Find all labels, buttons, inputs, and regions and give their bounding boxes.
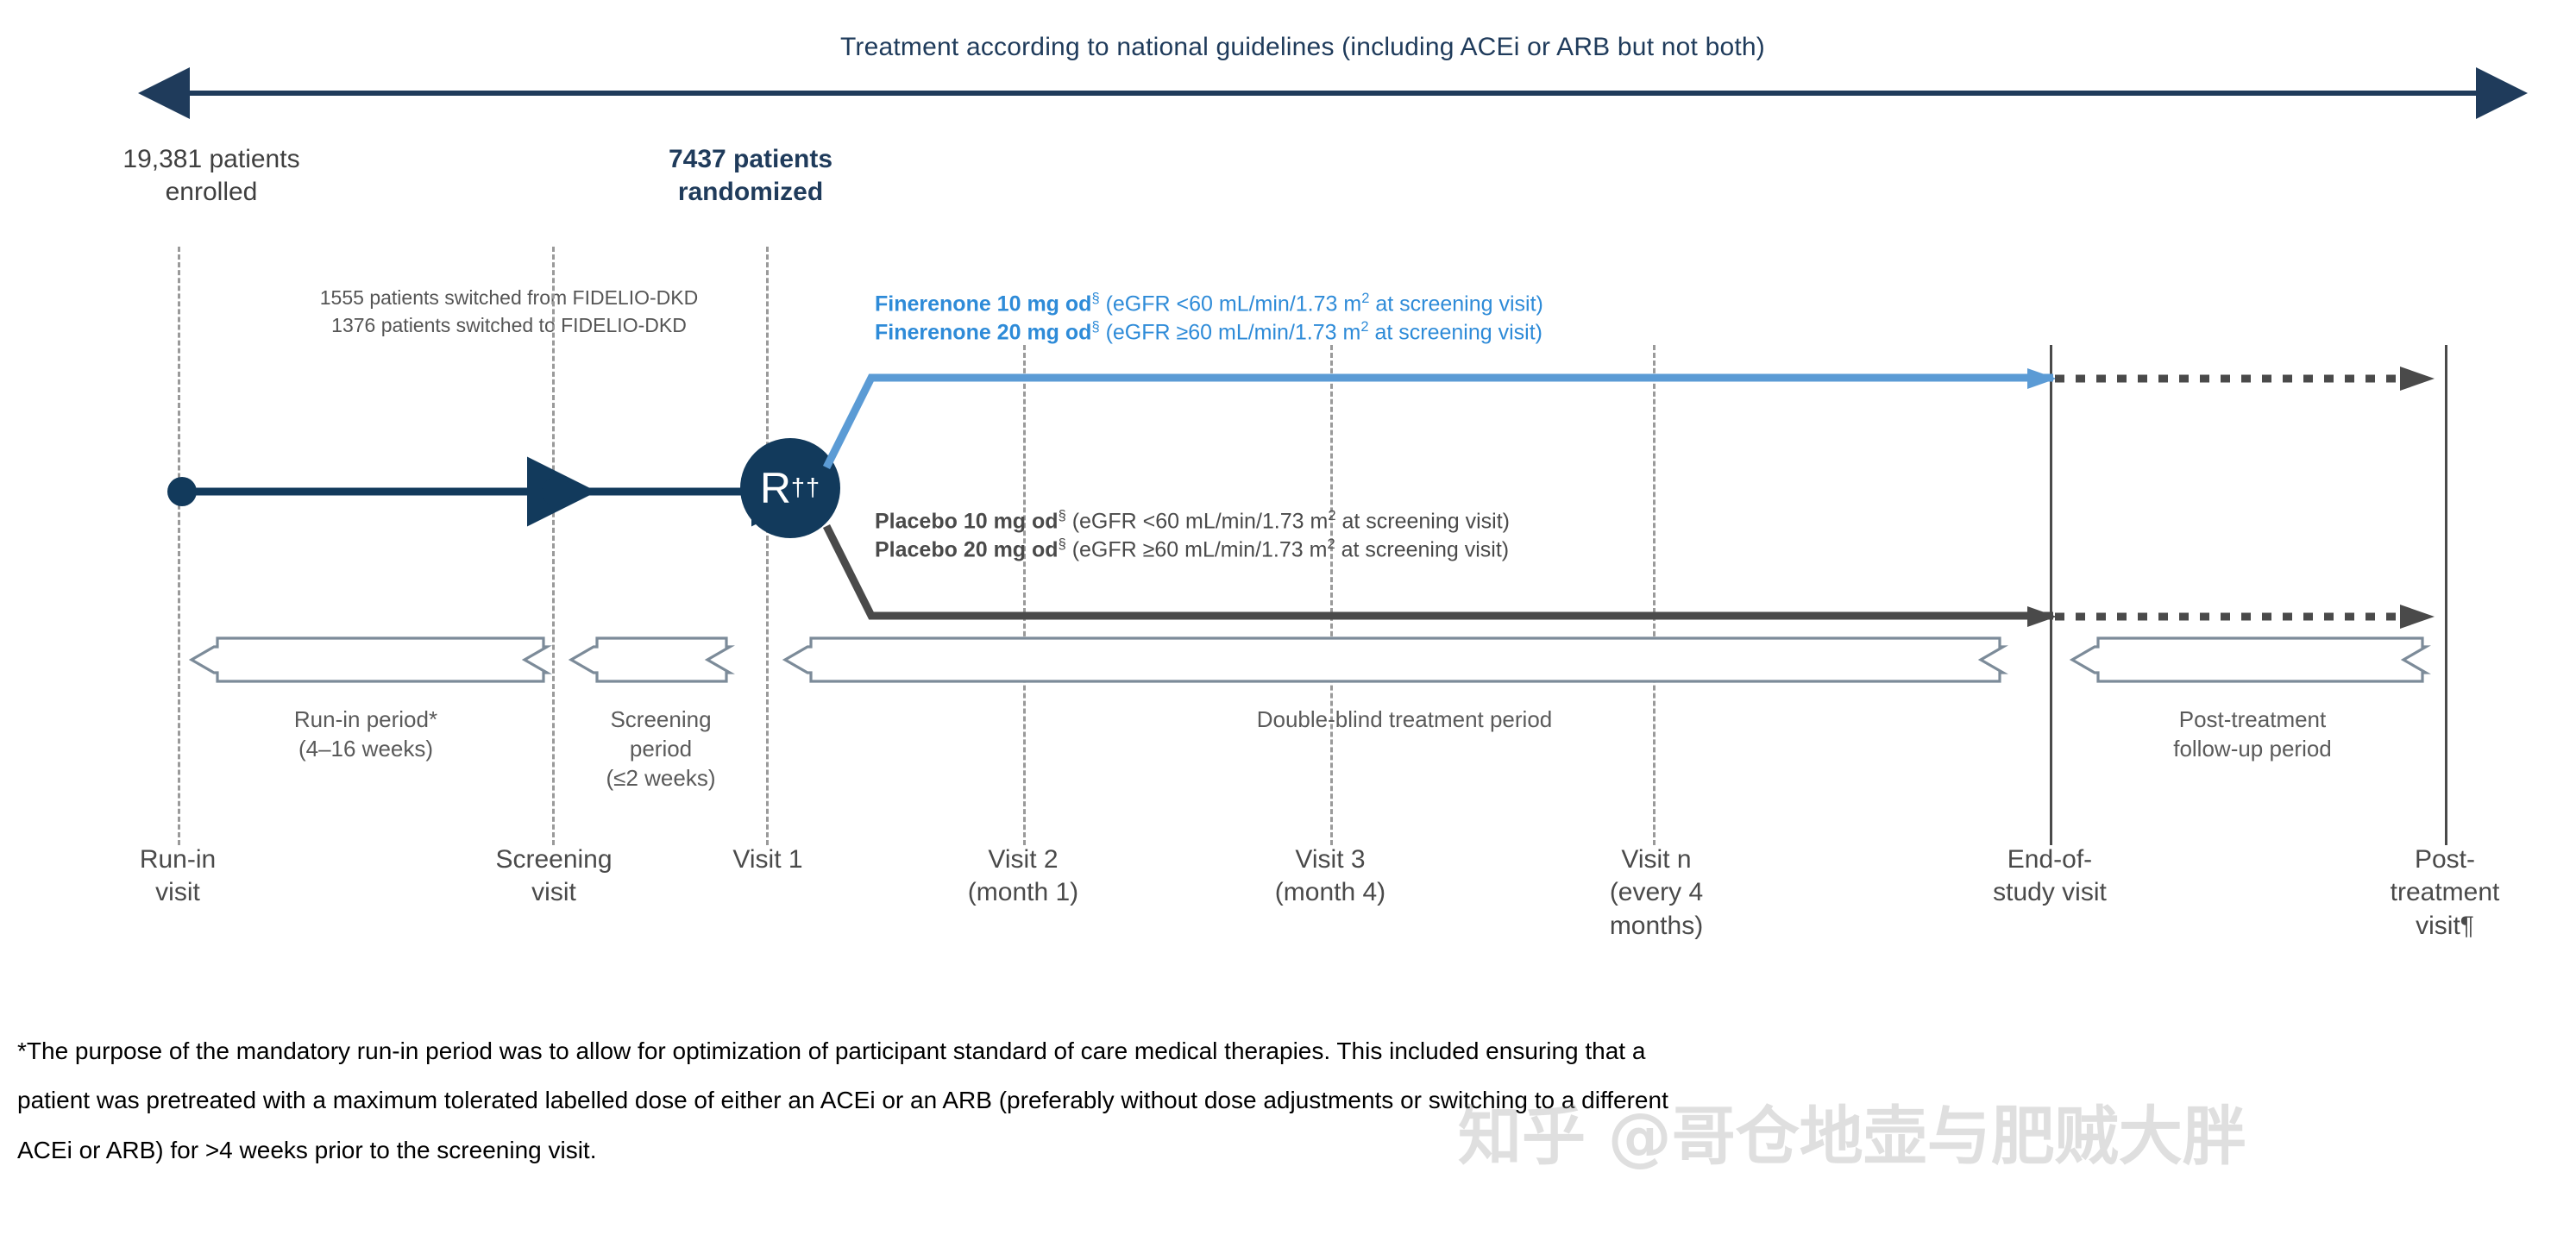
visit-label-run-in-visit: Run-in visit bbox=[139, 845, 217, 907]
randomization-footnote-marks: †† bbox=[790, 473, 821, 502]
arm-mark-finerenone-20: § bbox=[1091, 319, 1100, 335]
visit-label-screening-visit: Screening visit bbox=[495, 845, 613, 907]
visit-label-end-of-study-visit: End-of- study visit bbox=[1993, 845, 2107, 907]
visit-guide-visit-3 bbox=[1330, 345, 1333, 845]
arm-criteria-end-finerenone-20: at screening visit) bbox=[1368, 320, 1542, 345]
screening-visit-dot bbox=[542, 477, 571, 506]
arm-drug-finerenone-10: Finerenone 10 mg od bbox=[875, 291, 1092, 317]
arm-label-placebo-10: Placebo 10 mg od§ (eGFR <60 mL/min/1.73 … bbox=[875, 507, 1510, 536]
placebo-arm-labels: Placebo 10 mg od§ (eGFR <60 mL/min/1.73 … bbox=[875, 507, 1510, 565]
arm-criteria-finerenone-10: (eGFR <60 mL/min/1.73 m bbox=[1099, 291, 1362, 317]
visit-guide-run-in bbox=[178, 247, 180, 845]
pre-randomization-timeline bbox=[183, 456, 821, 527]
arm-mark-placebo-20: § bbox=[1058, 536, 1066, 553]
period-band-run-in bbox=[188, 636, 552, 683]
arm-criteria-finerenone-20: (eGFR ≥60 mL/min/1.73 m bbox=[1099, 320, 1361, 345]
visit-guide-screening bbox=[552, 247, 555, 845]
run-in-visit-dot bbox=[167, 477, 197, 506]
finerenone-arm-line bbox=[822, 373, 2053, 470]
arm-drug-placebo-20: Placebo 20 mg od bbox=[875, 537, 1059, 562]
placebo-posttreatment-dotted-line bbox=[2055, 605, 2435, 629]
arm-drug-finerenone-20: Finerenone 20 mg od bbox=[875, 320, 1092, 345]
arm-label-finerenone-10: Finerenone 10 mg od§ (eGFR <60 mL/min/1.… bbox=[875, 290, 1543, 318]
enrolled-count-label: 19,381 patients enrolled bbox=[123, 145, 300, 207]
randomization-node[interactable]: R†† bbox=[740, 438, 840, 538]
treatment-banner-title: Treatment according to national guidelin… bbox=[840, 33, 1765, 61]
visit-guide-visit-2 bbox=[1023, 345, 1026, 845]
arm-mark-placebo-10: § bbox=[1058, 508, 1066, 523]
arm-label-placebo-20: Placebo 20 mg od§ (eGFR ≥60 mL/min/1.73 … bbox=[875, 536, 1510, 564]
arm-exp-placebo-20: 2 bbox=[1327, 536, 1335, 553]
arm-criteria-end-placebo-10: at screening visit) bbox=[1335, 509, 1510, 534]
visit-label-visit-1: Visit 1 bbox=[732, 845, 803, 874]
visit-guide-post-treatment bbox=[2445, 345, 2447, 845]
arm-drug-placebo-10: Placebo 10 mg od bbox=[875, 509, 1059, 534]
arm-exp-placebo-10: 2 bbox=[1328, 508, 1336, 523]
visit-label-visit-2: Visit 2 (month 1) bbox=[967, 845, 1079, 907]
randomization-letter: R bbox=[759, 464, 791, 512]
visit-guide-end-of-study bbox=[2050, 345, 2052, 845]
placebo-arm-line bbox=[822, 523, 2053, 620]
arm-label-finerenone-20: Finerenone 20 mg od§ (eGFR ≥60 mL/min/1.… bbox=[875, 318, 1543, 347]
arm-exp-finerenone-20: 2 bbox=[1360, 319, 1369, 335]
visit-guide-visit-n bbox=[1653, 345, 1656, 845]
arm-criteria-end-finerenone-10: at screening visit) bbox=[1369, 291, 1543, 317]
visit-guide-visit-1 bbox=[766, 247, 769, 845]
finerenone-posttreatment-dotted-line bbox=[2055, 367, 2435, 391]
arm-exp-finerenone-10: 2 bbox=[1361, 291, 1370, 306]
arm-criteria-placebo-10: (eGFR <60 mL/min/1.73 m bbox=[1065, 509, 1329, 534]
period-label-screening: Screening period (≤2 weeks) bbox=[606, 706, 716, 791]
finerenone-arm-labels: Finerenone 10 mg od§ (eGFR <60 mL/min/1.… bbox=[875, 290, 1543, 348]
period-label-double-blind: Double-blind treatment period bbox=[1256, 706, 1553, 732]
placebo-arm-arrowhead bbox=[2027, 606, 2057, 627]
visit-label-visit-n: Visit n (every 4 months) bbox=[1609, 845, 1704, 940]
arm-mark-finerenone-10: § bbox=[1091, 291, 1100, 306]
arm-criteria-end-placebo-20: at screening visit) bbox=[1335, 537, 1510, 562]
visit-label-post-treatment-visit: Post- treatment visit¶ bbox=[2390, 845, 2500, 940]
footnote-block: *The purpose of the mandatory run-in per… bbox=[17, 1026, 2562, 1175]
footnote-line-1: *The purpose of the mandatory run-in per… bbox=[17, 1037, 1646, 1064]
fidelio-switch-note: 1555 patients switched from FIDELIO-DKD … bbox=[319, 286, 699, 336]
randomized-count-label: 7437 patients randomized bbox=[668, 145, 833, 207]
arm-criteria-placebo-20: (eGFR ≥60 mL/min/1.73 m bbox=[1065, 537, 1328, 562]
visit-label-visit-3: Visit 3 (month 4) bbox=[1274, 845, 1386, 907]
finerenone-arm-arrowhead bbox=[2027, 368, 2057, 389]
footnote-line-3: ACEi or ARB) for >4 weeks prior to the s… bbox=[17, 1136, 597, 1163]
period-band-double-blind bbox=[782, 636, 2008, 683]
period-band-screening bbox=[568, 636, 735, 683]
footnote-line-2: patient was pretreated with a maximum to… bbox=[17, 1087, 1668, 1114]
period-label-post-treatment: Post-treatment follow-up period bbox=[2173, 706, 2332, 762]
period-label-run-in: Run-in period* (4–16 weeks) bbox=[293, 706, 438, 762]
period-band-post-treatment bbox=[2069, 636, 2431, 683]
treatment-banner-arrow bbox=[138, 67, 2528, 119]
